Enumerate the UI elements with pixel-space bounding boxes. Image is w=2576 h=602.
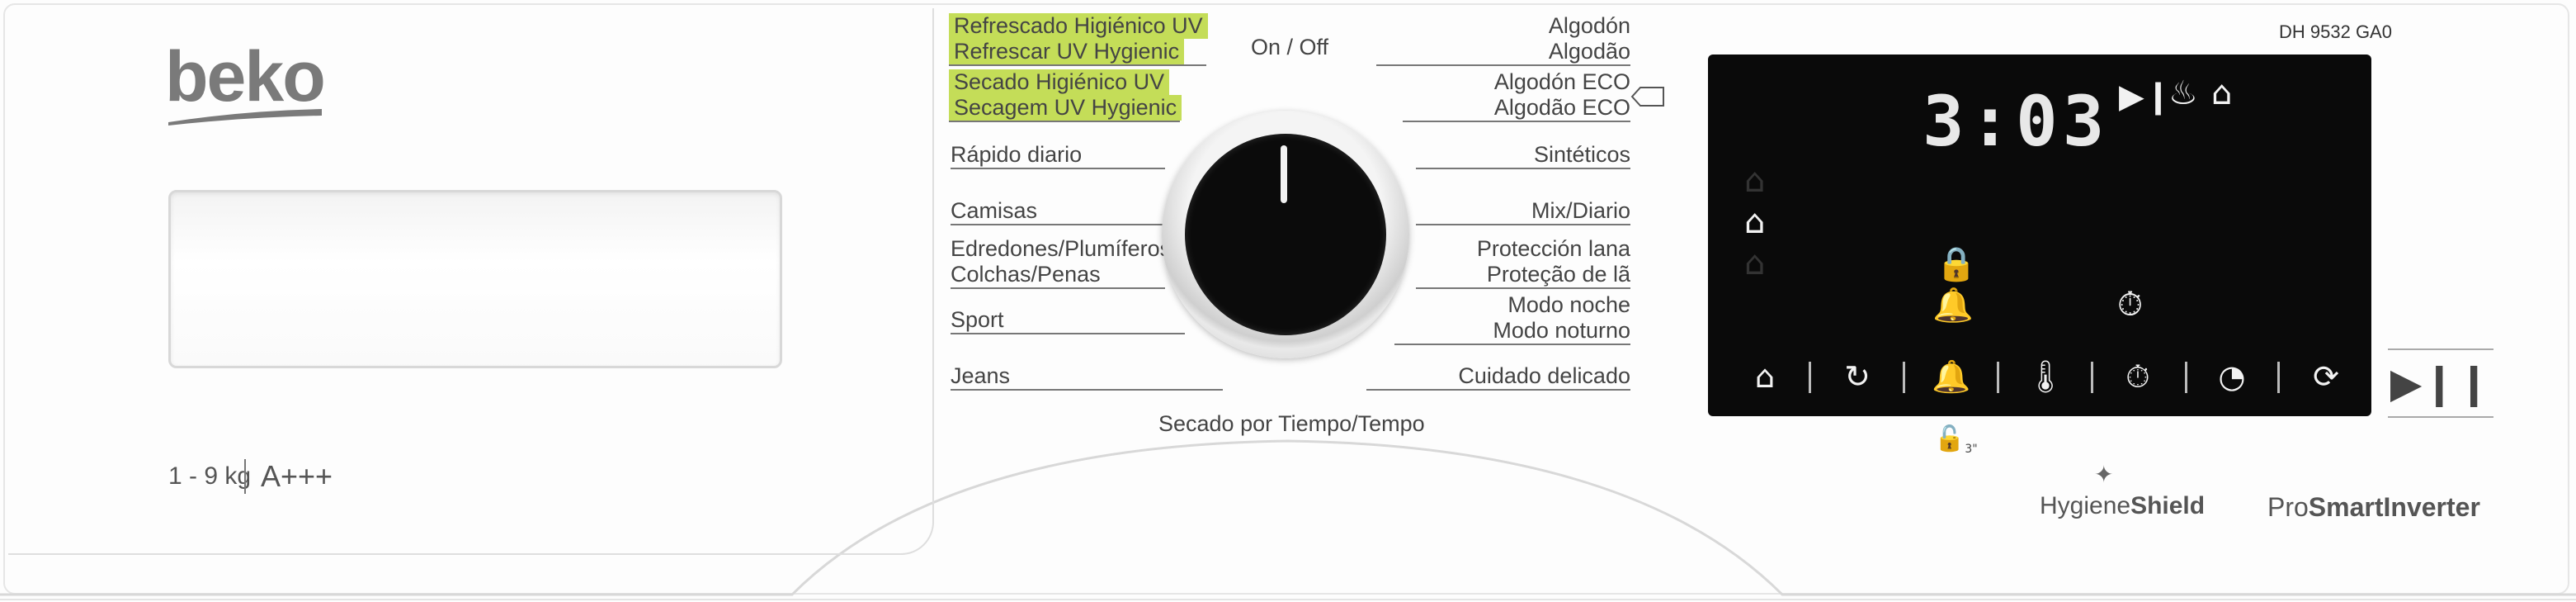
program-line1: Camisas bbox=[951, 198, 1038, 223]
program-line1: Mix/Diario bbox=[1531, 198, 1630, 223]
program-line1: Sport bbox=[951, 307, 1004, 332]
program-line2: Refrescar UV Hygienic bbox=[949, 39, 1185, 64]
play-pause-icon: ▶❙ bbox=[2119, 78, 2173, 116]
dim-basket-icon: ⌂ bbox=[1744, 244, 1766, 282]
capacity-label: 1 - 9 kg bbox=[168, 462, 252, 490]
button-separator bbox=[1903, 362, 1905, 393]
dim-hanger-icon: ⌂ bbox=[1744, 162, 1766, 200]
lcd-display bbox=[1708, 55, 2371, 416]
program-wool-protect[interactable]: Protección lana Proteção de lã bbox=[1416, 236, 1630, 289]
program-uv-refresh[interactable]: Refrescado Higiénico UV Refrescar UV Hyg… bbox=[949, 13, 1208, 66]
iron-icon: ⌂ bbox=[2211, 74, 2233, 112]
hanger-icon[interactable]: ⌂ bbox=[1754, 358, 1776, 395]
display-time: 3:03 bbox=[1923, 81, 2110, 162]
program-line2: Secagem UV Hygienic bbox=[949, 95, 1182, 121]
door-curve bbox=[0, 439, 2576, 600]
program-line1: Refrescado Higiénico UV bbox=[949, 13, 1208, 39]
timer-status-icon: ⏱ bbox=[2117, 286, 2144, 324]
bell-icon[interactable]: 🔔 bbox=[1932, 358, 1971, 395]
delay-timer-icon[interactable]: ◔ bbox=[2218, 358, 2246, 395]
program-timed-dry[interactable]: Secado por Tiempo/Tempo bbox=[1158, 411, 1425, 436]
hygieneshield-badge: HygieneShield bbox=[2040, 492, 2205, 520]
program-line1: Modo noche bbox=[1507, 292, 1630, 317]
energy-class: A+++ bbox=[244, 459, 333, 494]
steam-icon: ♨ bbox=[2168, 74, 2198, 112]
panel-border bbox=[3, 3, 2569, 595]
program-cotton[interactable]: Algodón Algodão bbox=[1376, 13, 1630, 66]
program-quick-daily[interactable]: Rápido diario bbox=[951, 142, 1165, 169]
program-shirts[interactable]: Camisas bbox=[951, 198, 1165, 225]
program-line1: Algodón bbox=[1548, 13, 1630, 38]
pro-suffix: SmartInverter bbox=[2308, 492, 2480, 522]
button-separator bbox=[1809, 362, 1811, 393]
program-cotton-eco[interactable]: Algodón ECO Algodão ECO bbox=[1403, 69, 1630, 122]
child-lock-hint: 🔓3" bbox=[1934, 424, 1978, 456]
program-night-mode[interactable]: Modo noche Modo noturno bbox=[1394, 292, 1630, 345]
program-mix-daily[interactable]: Mix/Diario bbox=[1416, 198, 1630, 225]
anti-crease-icon[interactable]: ↻ bbox=[1844, 358, 1871, 395]
dim-lock-icon: 🔒 bbox=[1936, 245, 1977, 283]
sparkle-icon: ✦ bbox=[2094, 461, 2114, 488]
bell-status-icon: 🔔 bbox=[1932, 287, 1974, 325]
refresh-icon[interactable]: ⟳ bbox=[2313, 358, 2339, 395]
program-uv-dry[interactable]: Secado Higiénico UV Secagem UV Hygienic bbox=[949, 69, 1182, 122]
prosmartinverter-badge: ProSmartInverter bbox=[2267, 492, 2480, 523]
logo-swoosh bbox=[168, 109, 322, 126]
program-line1: Cuidado delicado bbox=[1458, 363, 1630, 388]
program-line1: Rápido diario bbox=[951, 142, 1083, 167]
brand-logo: beko bbox=[165, 37, 326, 116]
program-synthetics[interactable]: Sintéticos bbox=[1416, 142, 1630, 169]
program-delicate-care[interactable]: Cuidado delicado bbox=[1366, 363, 1630, 391]
timer-icon[interactable]: ⏱ bbox=[2125, 358, 2150, 395]
program-line1: Algodón ECO bbox=[1493, 69, 1630, 94]
button-separator bbox=[2277, 362, 2280, 393]
program-line1: Jeans bbox=[951, 363, 1011, 388]
program-line1: Protección lana bbox=[1476, 236, 1630, 261]
program-jeans[interactable]: Jeans bbox=[951, 363, 1223, 391]
left-frame bbox=[8, 8, 934, 555]
water-tank-drawer[interactable] bbox=[168, 190, 782, 368]
hygiene-prefix: Hygiene bbox=[2040, 492, 2131, 519]
pro-prefix: Pro bbox=[2267, 492, 2309, 522]
program-line1: Edredones/Plumíferos bbox=[951, 236, 1172, 261]
program-line1: Sintéticos bbox=[1533, 142, 1630, 167]
button-separator bbox=[2185, 362, 2187, 393]
program-line1: Secado Higiénico UV bbox=[949, 69, 1170, 95]
start-pause-button[interactable]: ▶❙❙ bbox=[2388, 348, 2493, 418]
program-line2: Algodão ECO bbox=[1493, 95, 1630, 120]
button-separator bbox=[1997, 362, 1999, 393]
hygiene-suffix: Shield bbox=[2130, 492, 2206, 519]
thermometer-icon[interactable]: 🌡 bbox=[2025, 358, 2066, 395]
eco-tag-icon bbox=[1630, 87, 1664, 107]
program-line2: Algodão bbox=[1548, 39, 1630, 64]
program-sport[interactable]: Sport bbox=[951, 307, 1185, 334]
program-line2: Modo noturno bbox=[1493, 318, 1630, 343]
lock-icon: 🔓 bbox=[1934, 424, 1965, 453]
program-line2: Proteção de lã bbox=[1486, 262, 1630, 287]
program-on-off[interactable]: On / Off bbox=[1251, 35, 1329, 59]
program-duvets[interactable]: Edredones/Plumíferos Colchas/Penas bbox=[951, 236, 1171, 289]
knob-indicator bbox=[1281, 145, 1287, 203]
hanger-plus-icon: ⌂ bbox=[1744, 203, 1766, 241]
button-separator bbox=[2091, 362, 2093, 393]
child-lock-label: 3" bbox=[1965, 443, 1978, 456]
program-line2: Colchas/Penas bbox=[951, 262, 1101, 287]
model-number: DH 9532 GA0 bbox=[2279, 21, 2392, 42]
